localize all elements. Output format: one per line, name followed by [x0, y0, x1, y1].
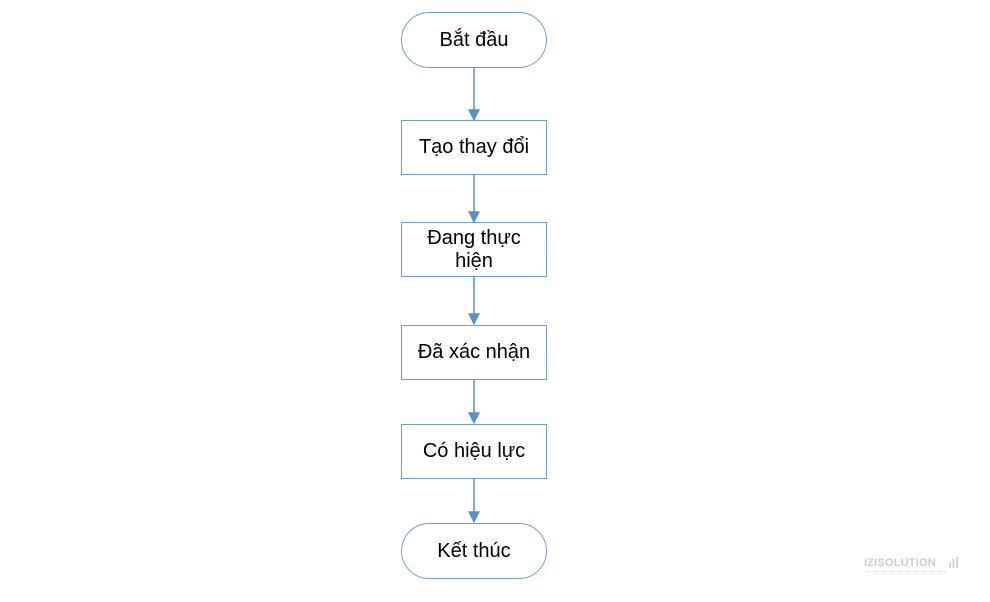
in-progress-node: Đang thực hiện	[401, 222, 547, 277]
start-node-label: Bắt đầu	[439, 28, 509, 51]
create-change-node: Tạo thay đổi	[401, 120, 547, 175]
logo-mark-icon	[949, 557, 958, 568]
in-progress-label: Đang thực hiện	[427, 226, 521, 272]
end-node: Kết thúc	[401, 523, 547, 579]
logo-text: IZISOLUTION	[864, 557, 936, 569]
confirmed-label: Đã xác nhận	[417, 341, 531, 363]
effective-label: Có hiệu lực	[422, 440, 526, 462]
logo-tagline	[867, 571, 947, 575]
end-node-label: Kết thúc	[437, 539, 511, 562]
confirmed-node: Đã xác nhận	[401, 325, 547, 380]
start-node: Bắt đầu	[401, 12, 547, 68]
izisolution-logo: IZISOLUTION	[864, 557, 964, 581]
create-change-label: Tạo thay đổi	[418, 136, 530, 158]
effective-node: Có hiệu lực	[401, 424, 547, 479]
